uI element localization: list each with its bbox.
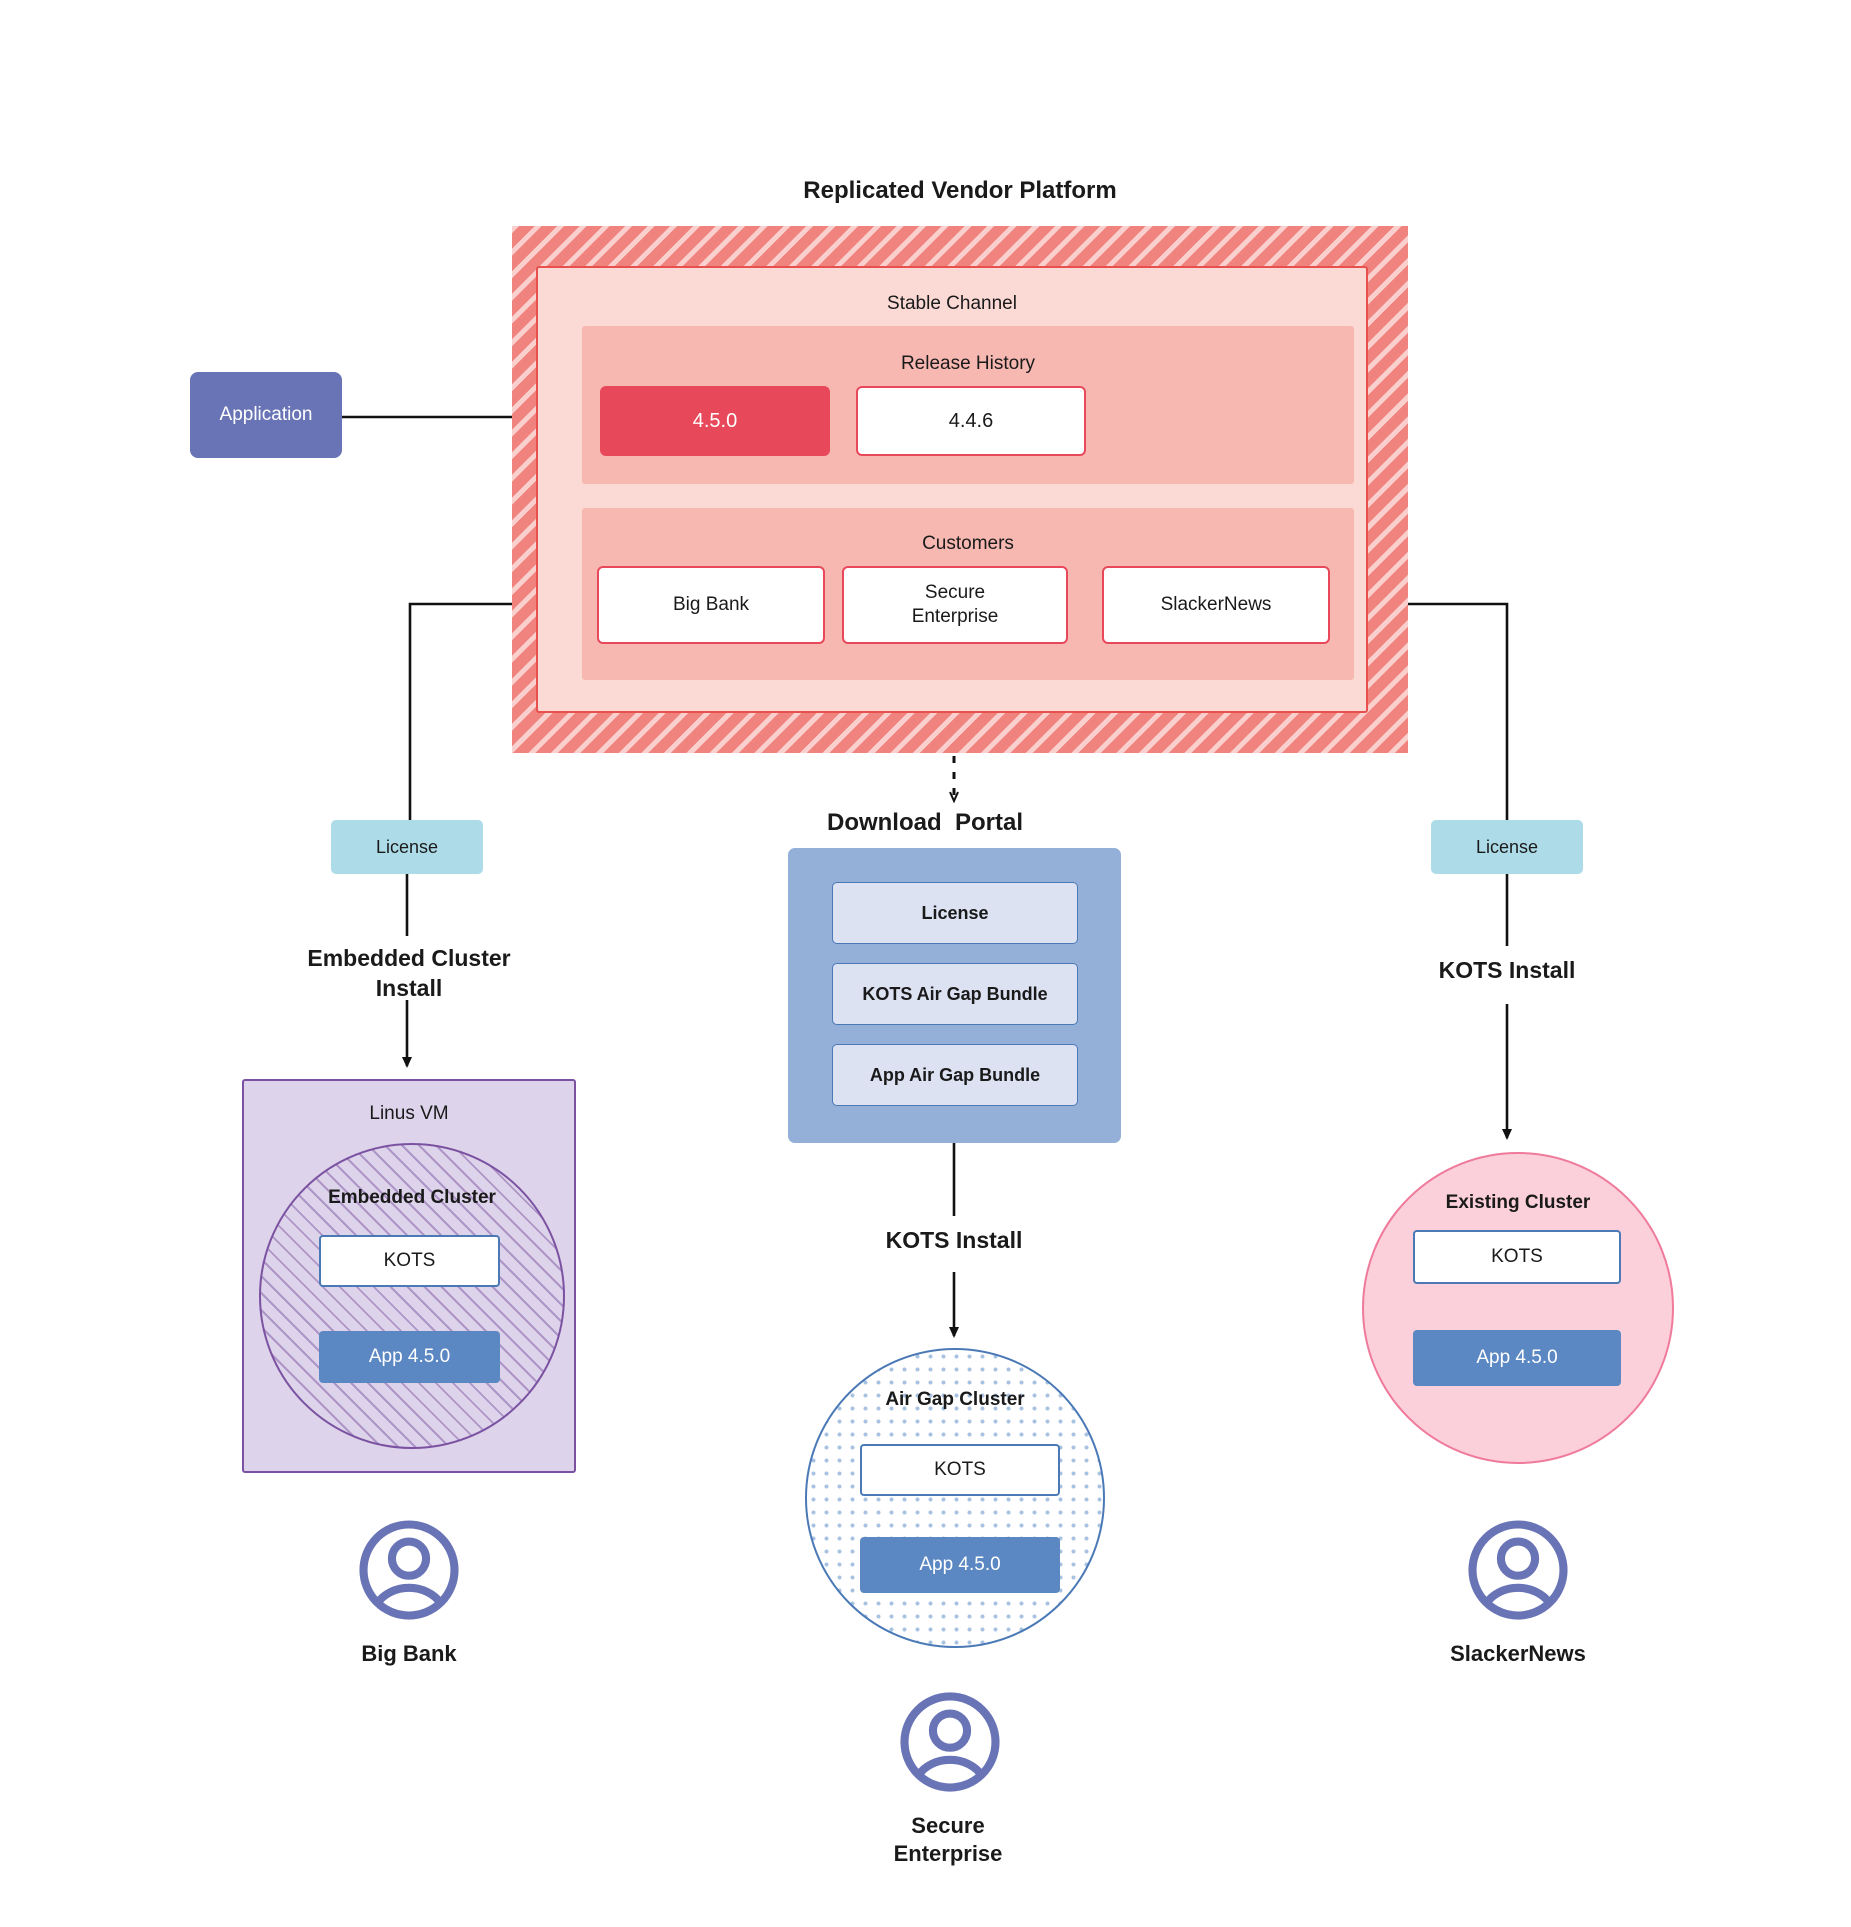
app-chip-existing[interactable]: App 4.5.0 xyxy=(1413,1330,1621,1386)
air-gap-cluster-label: Air Gap Cluster xyxy=(885,1389,1025,1411)
release-history-label: Release History xyxy=(900,353,1036,374)
kots-chip-embedded[interactable]: KOTS xyxy=(319,1235,500,1287)
release-chip-previous[interactable]: 4.4.6 xyxy=(856,386,1086,456)
flow-label-kots-install-right: KOTS Install xyxy=(1438,957,1576,983)
customers-label: Customers xyxy=(922,533,1014,554)
download-portal-title: Download Portal xyxy=(826,809,1023,836)
existing-cluster-label: Existing Cluster xyxy=(1445,1192,1591,1214)
avatar-caption-big-bank: Big Bank xyxy=(361,1641,457,1666)
embedded-cluster-label: Embedded Cluster xyxy=(328,1187,496,1209)
air-gap-cluster-circle xyxy=(805,1348,1105,1648)
kots-chip-existing[interactable]: KOTS xyxy=(1413,1230,1621,1284)
user-avatar-icon-slackernews xyxy=(1468,1520,1568,1620)
customer-chip-slackernews[interactable]: SlackerNews xyxy=(1102,566,1330,644)
customer-chip-big-bank[interactable]: Big Bank xyxy=(597,566,825,644)
stable-channel-label: Stable Channel xyxy=(887,293,1017,314)
avatar-caption-secure-enterprise: Secure Enterprise xyxy=(893,1813,1003,1866)
flow-label-embedded-cluster-install: Embedded Cluster Install xyxy=(307,945,511,1001)
user-avatar-icon-secure-enterprise xyxy=(900,1692,1000,1792)
portal-item-kots-air-gap-bundle[interactable]: KOTS Air Gap Bundle xyxy=(832,963,1078,1025)
embedded-cluster-circle xyxy=(259,1143,565,1449)
kots-chip-airgap[interactable]: KOTS xyxy=(860,1444,1060,1496)
license-chip-right[interactable]: License xyxy=(1431,820,1583,874)
license-chip-left[interactable]: License xyxy=(331,820,483,874)
diagram-title: Replicated Vendor Platform xyxy=(803,177,1117,204)
application-node[interactable]: Application xyxy=(190,372,342,458)
app-chip-airgap[interactable]: App 4.5.0 xyxy=(860,1537,1060,1593)
app-chip-embedded[interactable]: App 4.5.0 xyxy=(319,1331,500,1383)
flow-label-kots-install-middle: KOTS Install xyxy=(885,1227,1023,1253)
linus-vm-label: Linus VM xyxy=(369,1103,449,1125)
existing-cluster-circle xyxy=(1362,1152,1674,1464)
release-chip-current[interactable]: 4.5.0 xyxy=(600,386,830,456)
portal-item-app-air-gap-bundle[interactable]: App Air Gap Bundle xyxy=(832,1044,1078,1106)
customer-chip-secure-enterprise[interactable]: Secure Enterprise xyxy=(842,566,1068,644)
portal-item-license[interactable]: License xyxy=(832,882,1078,944)
avatar-caption-slackernews: SlackerNews xyxy=(1450,1641,1586,1666)
user-avatar-icon-big-bank xyxy=(359,1520,459,1620)
